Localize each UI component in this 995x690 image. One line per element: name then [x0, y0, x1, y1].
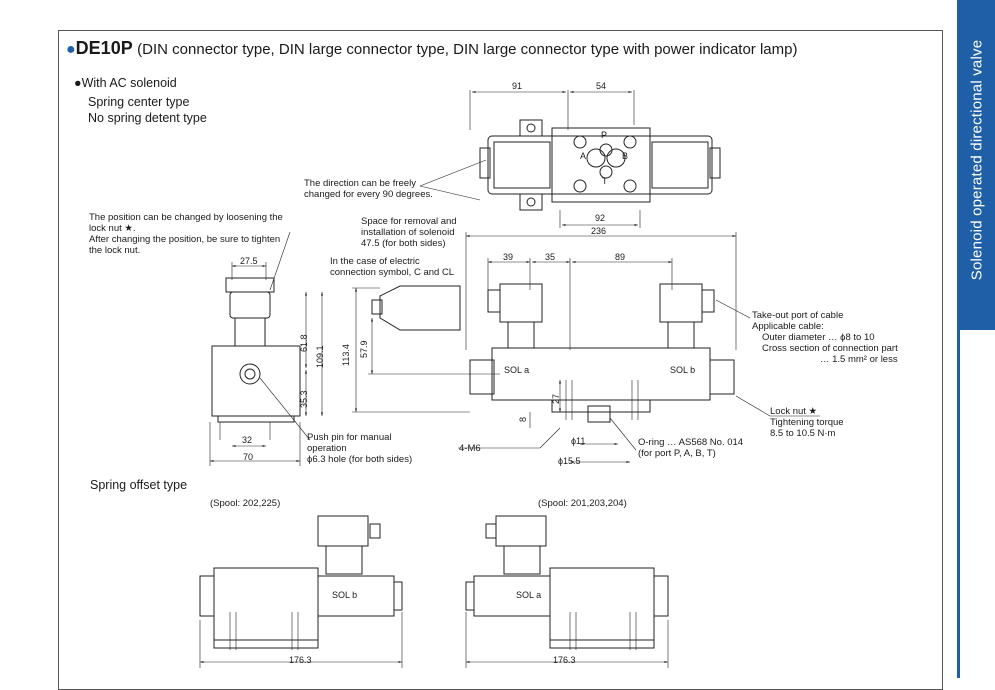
note-cable: Take-out port of cable Applicable cable:…: [752, 310, 898, 365]
page-title: ●DE10P (DIN connector type, DIN large co…: [66, 38, 797, 59]
dim-35-3: 35.3: [299, 390, 309, 408]
dim-176-3-left: 176.3: [289, 655, 312, 665]
section1-line2: Spring center type: [88, 95, 190, 109]
dim-89: 89: [615, 252, 626, 262]
dim-109-1: 109.1: [315, 345, 325, 368]
top-view: [419, 90, 721, 228]
dim-236: 236: [591, 226, 607, 236]
port-b-label: B: [622, 151, 629, 161]
dim-phi-11: ϕ11: [571, 436, 586, 446]
dim-70: 70: [243, 452, 254, 462]
section1-line3: No spring detent type: [88, 111, 207, 125]
dim-27: 27: [551, 393, 561, 404]
model-name: DE10P: [75, 38, 133, 58]
offset-left-view: [199, 515, 403, 668]
bullet-icon: ●: [74, 76, 82, 90]
section1-heading: ●With AC solenoid: [74, 76, 177, 90]
port-t-label: T: [602, 176, 608, 186]
dim-8: 8: [518, 416, 528, 422]
right-sol-label: SOL a: [516, 590, 542, 600]
dim-92: 92: [595, 213, 606, 223]
note-direction: The direction can be freely changed for …: [304, 178, 433, 200]
side-rule: [957, 330, 960, 678]
title-bullet-icon: ●: [66, 41, 76, 58]
note-push-pin: Push pin for manual operation ϕ6.3 hole …: [307, 432, 413, 465]
note-lock-nut-position: The position can be changed by loosening…: [89, 212, 283, 256]
offset-right-view: [465, 515, 669, 668]
dim-91: 91: [512, 81, 523, 91]
front-view: [352, 232, 820, 464]
dim-35: 35: [545, 252, 556, 262]
dim-39: 39: [503, 252, 514, 262]
port-p-label: P: [601, 130, 608, 140]
dim-32: 32: [242, 435, 253, 445]
left-sol-label: SOL b: [332, 590, 358, 600]
right-spool-label: (Spool: 201,203,204): [538, 498, 627, 509]
sol-a-label: SOL a: [504, 365, 530, 375]
dim-61-8: 61.8: [299, 334, 309, 352]
dim-113-4: 113.4: [341, 344, 351, 366]
note-space-removal: Space for removal and installation of so…: [361, 216, 457, 249]
model-description: (DIN connector type, DIN large connector…: [137, 41, 798, 58]
note-lock-nut-torque: Lock nut ★ Tightening torque 8.5 to 10.5…: [770, 406, 844, 439]
left-spool-label: (Spool: 202,225): [210, 498, 281, 509]
side-view: [209, 231, 324, 466]
dim-27-5: 27.5: [240, 256, 258, 266]
side-tab: [957, 0, 995, 330]
dim-176-3-right: 176.3: [553, 655, 576, 665]
sol-b-label: SOL b: [670, 365, 696, 375]
note-connection-symbol: In the case of electric connection symbo…: [330, 256, 455, 278]
note-o-ring: O-ring … AS568 No. 014 (for port P, A, B…: [638, 437, 744, 459]
note-screw: 4-M6: [459, 443, 481, 454]
dim-57-9: 57.9: [359, 340, 369, 358]
section2-heading: Spring offset type: [90, 478, 188, 492]
dim-phi-15-5: ϕ15.5: [558, 456, 581, 466]
dim-54: 54: [596, 81, 607, 91]
port-a-label: A: [580, 151, 587, 161]
